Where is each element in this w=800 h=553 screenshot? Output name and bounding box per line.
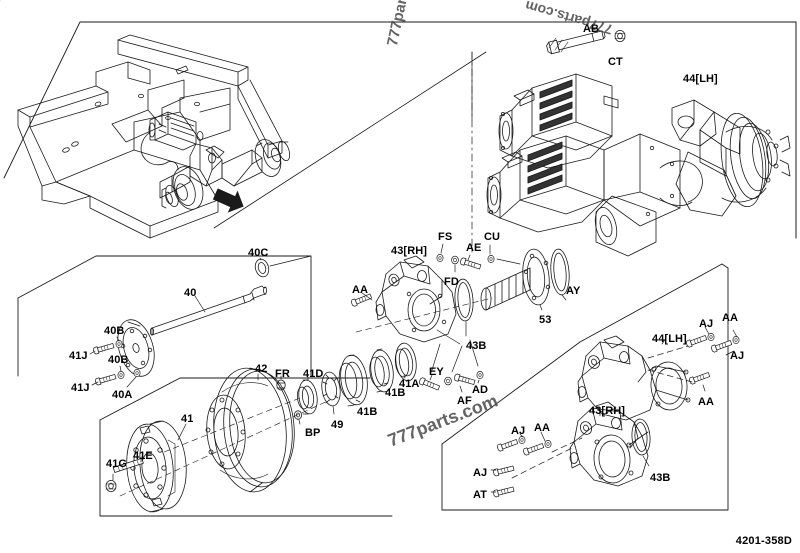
callout-41d: 41D [303,368,324,380]
callout-ad: AD [472,384,489,396]
callout-ay: AY [566,285,581,297]
bearing-41b-outer [338,354,368,407]
callout-aa-c: AA [698,396,715,408]
fasteners-44lh [647,326,740,392]
callout-41: 41 [181,413,194,425]
callout-ae: AE [466,242,482,254]
diagram-code: 4201-358D [735,535,792,547]
callout-40a: 40A [112,389,133,401]
brake-drum-42 [205,367,295,493]
knuckle-44lh [577,335,691,421]
knuckle-43rh-lower [569,401,649,487]
callout-44lh-a: 44[LH] [683,73,718,85]
callout-41b-a: 41B [357,406,378,418]
callout-ey: EY [429,366,444,378]
oring-40c [254,258,270,278]
motor-upper [498,73,619,169]
spindle-knuckle-detail [350,243,570,345]
callout-ct: CT [608,56,623,68]
callout-aa-a: AA [352,284,369,296]
drum-hub-group [0,0,331,513]
callout-aj-d: AJ [473,467,488,479]
callout-41j-b: 41J [71,382,90,394]
knuckle-43rh-mid [375,255,457,343]
flange-40a [117,319,155,377]
oring-43b-lower [631,418,651,456]
callout-aj-a: AJ [699,318,714,330]
bearing-41b-inner [369,348,394,393]
shaft-group [89,255,312,388]
nut-41d [296,379,318,415]
axle-assembly-detail [471,30,791,257]
callout-41e: 41E [133,450,153,462]
callout-aj-c: AJ [511,425,526,437]
panel-frame-knuckle [441,263,729,511]
callout-40c: 40C [248,247,269,259]
stud-41e [112,457,144,473]
overview-leader [213,51,487,229]
wheel-hub-41 [126,420,187,513]
callout-40b-a: 40B [104,325,125,337]
callout-43rh-b: 43[RH] [589,405,626,417]
callout-aa-b: AA [722,312,739,324]
callout-43rh-a: 43[RH] [391,245,428,257]
spindle-53 [480,248,551,311]
axle-center-housing [594,133,703,257]
callout-43b-b: 43B [650,472,671,484]
bearing-stack [276,339,484,425]
callout-fs: FS [438,231,453,243]
nut-41g [0,0,117,492]
callout-42: 42 [255,363,268,375]
callout-ab: AB [583,23,600,35]
axle-knuckle-right [671,99,791,217]
callout-41j-a: 41J [69,350,88,362]
nut-bp [293,410,302,420]
callout-53: 53 [539,314,552,326]
callout-41g: 41G [106,458,128,470]
panel-frame-drum [99,377,393,517]
overview-axle-assembly [140,111,291,210]
callout-cu: CU [484,231,501,243]
callout-bp: BP [305,427,321,439]
callout-af: AF [457,395,472,407]
callout-at: AT [473,489,488,501]
seal-41a [394,342,417,382]
callout-fd: FD [444,276,459,288]
oring-43b-mid [454,278,474,322]
fasteners-43rh [490,431,583,498]
callout-aa-d: AA [534,422,551,434]
panel-frame-axle [3,21,797,239]
callout-41a: 41A [399,378,420,390]
overview-callout-arrow [212,188,244,213]
callout-49: 49 [331,419,344,431]
motor-lower [486,135,605,233]
callout-fr: FR [275,368,290,380]
callout-44lh-b: 44[LH] [652,333,687,345]
callout-41b-b: 41B [385,387,406,399]
callout-40: 40 [184,287,197,299]
lockwasher-49 [321,371,341,407]
panel-frame-shaft [17,255,312,377]
callout-aj-b: AJ [730,350,745,362]
callout-40b-b: 40B [108,354,129,366]
callout-43b-a: 43B [466,340,487,352]
